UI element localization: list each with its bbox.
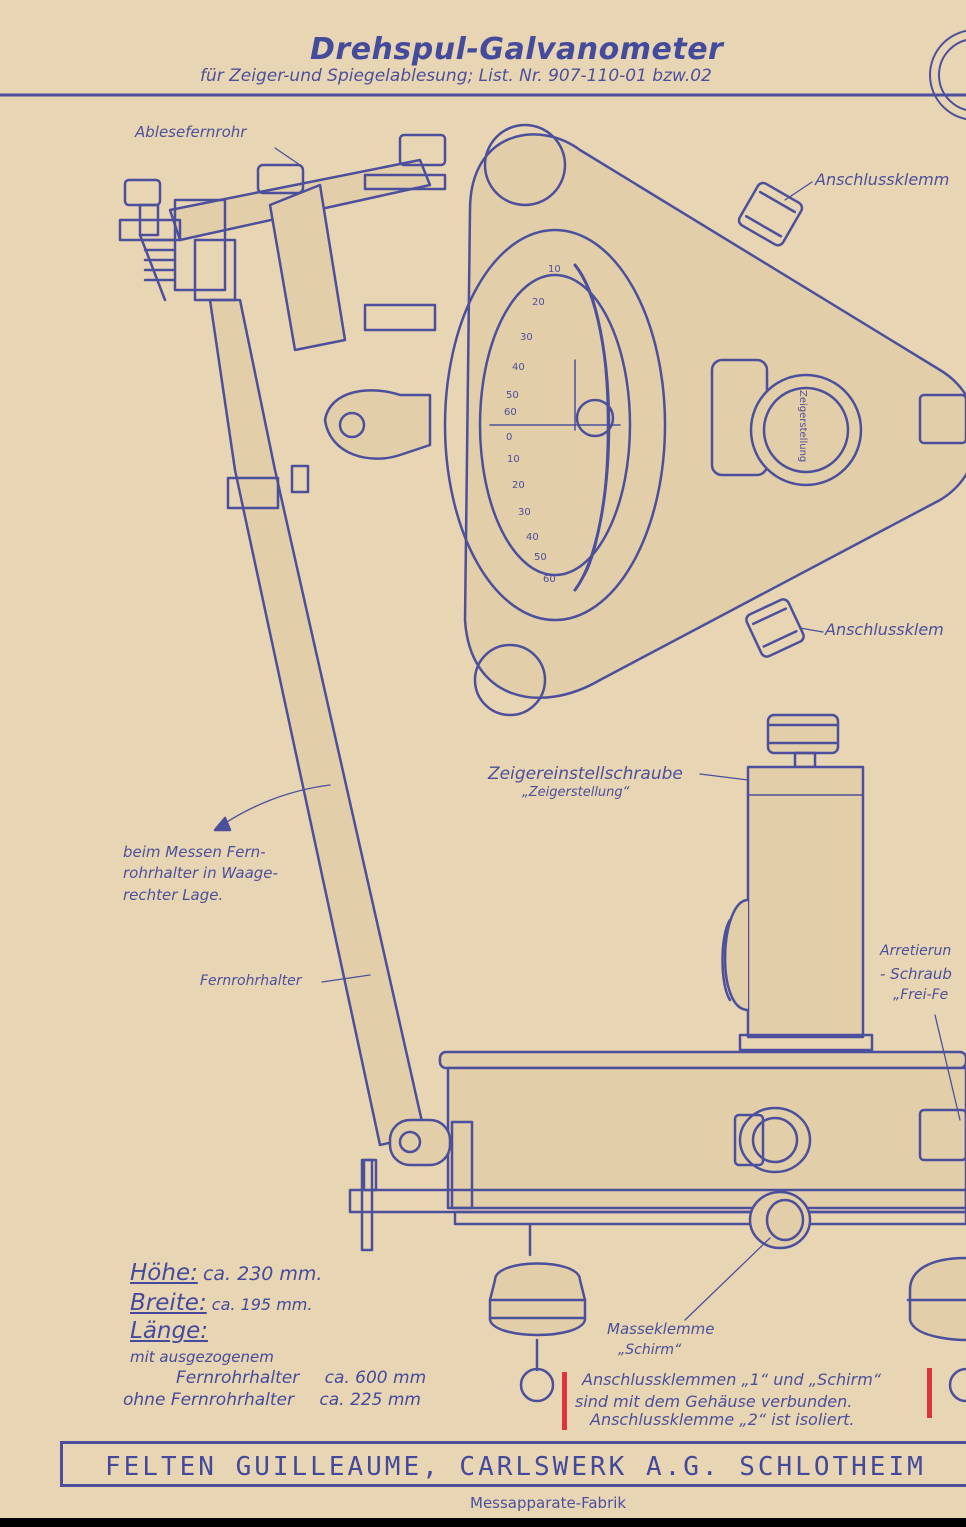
label-messen-3: rechter Lage. bbox=[123, 886, 224, 904]
drawing-subtitle: für Zeiger-und Spiegelablesung; List. Nr… bbox=[200, 66, 712, 86]
scale-tick: 30 bbox=[518, 507, 531, 518]
label-zeigereinstellschraube: Zeigereinstellschraube bbox=[488, 764, 683, 784]
stamp bbox=[929, 29, 966, 121]
dim-breite-value: ca. 195 mm. bbox=[211, 1295, 313, 1314]
note-line-2: sind mit dem Gehäuse verbunden. bbox=[575, 1392, 853, 1411]
dim-mit-1: mit ausgezogenem bbox=[130, 1348, 274, 1366]
label-fernrohrhalter: Fernrohrhalter bbox=[200, 973, 302, 989]
company-name: FELTEN GUILLEAUME, CARLSWERK A.G. SCHLOT… bbox=[105, 1452, 926, 1482]
scale-tick: 60 bbox=[543, 574, 556, 585]
scale-tick: 10 bbox=[548, 264, 561, 275]
dim-mit-2-label: Fernrohrhalter bbox=[176, 1368, 300, 1388]
label-anschlussklemme-top: Anschlussklemm bbox=[815, 170, 950, 189]
note-line-3: Anschlussklemme „2“ ist isoliert. bbox=[590, 1410, 855, 1429]
scale-numbers: 10 20 30 40 50 60 0 10 20 30 40 50 60 bbox=[504, 264, 561, 585]
label-arretierung-2: - Schraub bbox=[880, 965, 952, 983]
dim-breite: Breite: ca. 195 mm. bbox=[130, 1290, 312, 1316]
dim-hoehe-label: Höhe: bbox=[130, 1260, 198, 1286]
scale-tick: 0 bbox=[506, 432, 512, 443]
dim-laenge-label: Länge: bbox=[130, 1318, 208, 1344]
label-ablesefernrohr: Ablesefernrohr bbox=[135, 123, 247, 141]
red-mark-left bbox=[562, 1372, 567, 1430]
red-mark-right bbox=[927, 1368, 932, 1418]
galvanometer-head bbox=[443, 123, 966, 717]
label-arretierung-1: Arretierun bbox=[880, 943, 952, 959]
label-zeigerstellung: „Zeigerstellung“ bbox=[522, 785, 630, 800]
factory-name: Messapparate-Fabrik bbox=[470, 1494, 627, 1512]
dim-ohne-label: ohne Fernrohrhalter bbox=[123, 1390, 294, 1410]
dim-hoehe-value: ca. 230 mm. bbox=[202, 1263, 323, 1285]
label-messen-1: beim Messen Fern- bbox=[123, 843, 266, 861]
mirror-bracket bbox=[323, 389, 432, 460]
scale-tick: 40 bbox=[526, 532, 539, 543]
scale-tick: 20 bbox=[532, 297, 545, 308]
dim-hoehe: Höhe: ca. 230 mm. bbox=[130, 1260, 322, 1286]
scale-tick: 30 bbox=[520, 332, 533, 343]
dim-mit-2: Fernrohrhalter ca. 600 mm bbox=[176, 1368, 426, 1388]
company-title-block: FELTEN GUILLEAUME, CARLSWERK A.G. SCHLOT… bbox=[60, 1441, 966, 1487]
scale-tick: 50 bbox=[534, 552, 547, 563]
scale-tick: 40 bbox=[512, 362, 525, 373]
dim-mit-value: ca. 600 mm bbox=[324, 1368, 427, 1388]
telescope-assembly bbox=[118, 133, 447, 352]
dim-breite-label: Breite: bbox=[130, 1290, 207, 1316]
label-arretierung-3: „Frei-Fe bbox=[893, 987, 949, 1003]
label-anschlussklemme-mid: Anschlussklem bbox=[825, 620, 944, 639]
drawing-title: Drehspul-Galvanometer bbox=[310, 32, 724, 67]
label-messen-2: rohrhalter in Waage- bbox=[123, 864, 278, 882]
scale-tick: 50 bbox=[506, 390, 519, 401]
label-schirm: „Schirm“ bbox=[618, 1342, 682, 1358]
label-masseklemme: Masseklemme bbox=[607, 1320, 715, 1338]
dim-ohne: ohne Fernrohrhalter ca. 225 mm bbox=[123, 1390, 421, 1410]
scale-tick: 60 bbox=[504, 407, 517, 418]
scale-tick: 10 bbox=[507, 454, 520, 465]
dim-ohne-value: ca. 225 mm bbox=[319, 1390, 421, 1410]
zero-knob-label: Zeigerstellung bbox=[797, 390, 808, 462]
base-housing bbox=[348, 1050, 966, 1403]
scale-tick: 20 bbox=[512, 480, 525, 491]
note-line-1: Anschlussklemmen „1“ und „Schirm“ bbox=[582, 1370, 882, 1389]
column-assembly bbox=[721, 713, 874, 1052]
arrow-icon bbox=[213, 816, 232, 832]
